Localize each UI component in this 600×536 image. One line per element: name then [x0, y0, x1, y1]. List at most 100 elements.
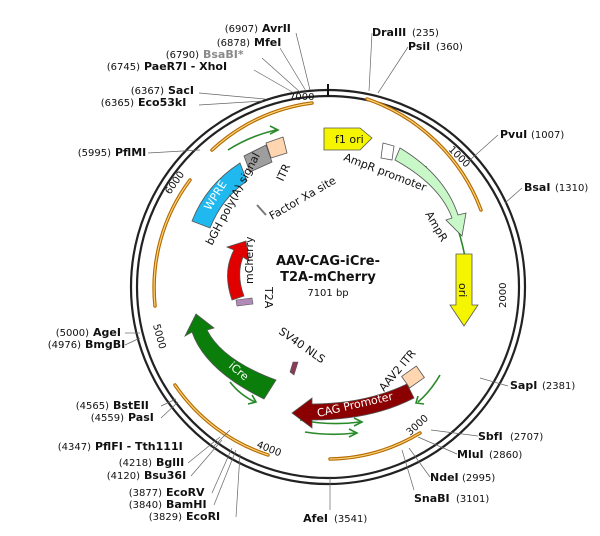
svg-text:(6367): (6367) [131, 86, 164, 97]
orf-arcs [152, 97, 483, 461]
site-bsu36i[interactable]: Bsu36I (4120) [107, 469, 186, 482]
svg-text:(2707): (2707) [510, 432, 543, 443]
site-mlui[interactable]: MluI (2860) [457, 448, 522, 461]
feature-f1-ori[interactable]: f1 ori [323, 127, 373, 151]
svg-text:AvrII: AvrII [262, 22, 291, 35]
svg-text:(5995): (5995) [78, 148, 111, 159]
feature-sv40-nls[interactable]: SV40 NLS [276, 325, 327, 376]
svg-text:AmpR: AmpR [422, 209, 450, 244]
svg-text:(235): (235) [412, 28, 439, 39]
site-eco53ki[interactable]: Eco53kI (6365) [101, 96, 187, 109]
svg-text:MfeI: MfeI [254, 36, 281, 49]
svg-text:BstEII: BstEII [113, 399, 149, 412]
site-pflfi-tth111i[interactable]: PflFI - Tth111I (4347) [58, 440, 183, 453]
svg-text:f1 ori: f1 ori [335, 133, 364, 146]
site-bsteii[interactable]: BstEII (4565) [76, 399, 149, 412]
svg-text:BsaBI*: BsaBI* [203, 48, 244, 61]
svg-text:(4976): (4976) [48, 340, 81, 351]
svg-text:MluI: MluI [457, 448, 484, 461]
svg-text:(6365): (6365) [101, 98, 134, 109]
feature-icre[interactable]: iCre [184, 313, 277, 400]
svg-text:PsiI: PsiI [408, 40, 430, 53]
svg-text:(4218): (4218) [119, 458, 152, 469]
site-paer7i-xhoi[interactable]: PaeR7I - XhoI (6745) [107, 60, 227, 73]
feature-mcherry[interactable]: mCherry [225, 236, 256, 301]
svg-text:(360): (360) [436, 42, 463, 53]
svg-text:(4347): (4347) [58, 442, 91, 453]
svg-text:BamHI: BamHI [166, 498, 207, 511]
site-saci[interactable]: SacI(6367) [131, 84, 194, 97]
svg-text:(1007): (1007) [531, 130, 564, 141]
svg-text:PaeR7I - XhoI: PaeR7I - XhoI [144, 60, 227, 73]
svg-text:(6745): (6745) [107, 62, 140, 73]
site-agei[interactable]: AgeI (5000) [56, 326, 121, 339]
svg-text:Bsu36I: Bsu36I [144, 469, 186, 482]
svg-text:(3877): (3877) [129, 488, 162, 499]
site-ecori[interactable]: EcoRI(3829) [149, 510, 220, 523]
site-mfei[interactable]: MfeI (6878) [217, 36, 282, 49]
site-bsai[interactable]: BsaI (1310) [524, 181, 588, 194]
plasmid-size: 7101 bp [307, 288, 348, 299]
site-bglii[interactable]: BglII (4218) [119, 456, 184, 469]
svg-text:BmgBI: BmgBI [85, 338, 125, 351]
svg-text:(2381): (2381) [542, 381, 575, 392]
site-draiii[interactable]: DraIII (235) [372, 26, 439, 39]
plasmid-name-line2: T2A-mCherry [280, 270, 376, 285]
feature-factor-xa[interactable]: Factor Xa site [256, 174, 338, 223]
site-ndei[interactable]: NdeI(2995) [430, 471, 495, 484]
feature-t2a[interactable]: T2A [235, 286, 275, 309]
svg-text:(3840): (3840) [129, 500, 162, 511]
svg-text:(4120): (4120) [107, 471, 140, 482]
svg-text:BsaI: BsaI [524, 181, 550, 194]
svg-text:SapI: SapI [510, 379, 537, 392]
site-leaders [124, 32, 523, 518]
site-psii[interactable]: PsiI (360) [408, 40, 463, 53]
svg-text:(3101): (3101) [456, 494, 489, 505]
feature-ori[interactable]: ori [449, 253, 479, 327]
site-afei[interactable]: AfeI(3541) [303, 512, 367, 525]
site-bmgbi[interactable]: BmgBI (4976) [48, 338, 125, 351]
site-bsabi[interactable]: BsaBI* (6790) [166, 48, 244, 61]
svg-text:SnaBI: SnaBI [414, 492, 450, 505]
tick-5000: 5000 [150, 323, 167, 350]
svg-text:ori: ori [456, 283, 469, 297]
site-bamhi[interactable]: BamHI (3840) [129, 498, 207, 511]
svg-text:mCherry: mCherry [243, 236, 256, 284]
svg-text:ITR: ITR [274, 161, 293, 183]
svg-text:Factor Xa site: Factor Xa site [267, 174, 338, 223]
svg-text:EcoRV: EcoRV [166, 486, 205, 499]
site-snabi[interactable]: SnaBI (3101) [414, 492, 489, 505]
svg-text:SbfI: SbfI [478, 430, 503, 443]
svg-text:(6907): (6907) [225, 24, 258, 35]
svg-text:Eco53kI: Eco53kI [138, 96, 186, 109]
site-sapi[interactable]: SapI (2381) [510, 379, 575, 392]
tick-2000: 2000 [498, 283, 509, 308]
svg-text:AgeI: AgeI [93, 326, 121, 339]
feature-cag-promoter[interactable]: CAG Promoter [291, 383, 415, 429]
svg-text:(6878): (6878) [217, 38, 250, 49]
svg-text:SV40 NLS: SV40 NLS [276, 325, 327, 366]
svg-text:BglII: BglII [156, 456, 184, 469]
site-pasi[interactable]: PasI(4559) [91, 411, 154, 424]
site-sbfi[interactable]: SbfI (2707) [478, 430, 543, 443]
plasmid-name-line1: AAV-CAG-iCre- [276, 254, 380, 269]
svg-text:PasI: PasI [128, 411, 154, 424]
site-pflmi[interactable]: PflMI (5995) [78, 146, 147, 159]
svg-text:T2A: T2A [262, 286, 275, 309]
svg-text:(1310): (1310) [555, 183, 588, 194]
site-avrii[interactable]: AvrII (6907) [225, 22, 291, 35]
site-pvui[interactable]: PvuI (1007) [500, 128, 564, 141]
svg-text:DraIII: DraIII [372, 26, 406, 39]
svg-text:(2860): (2860) [489, 450, 522, 461]
svg-text:PflFI - Tth111I: PflFI - Tth111I [95, 440, 183, 453]
svg-text:(4565): (4565) [76, 401, 109, 412]
feature-itr[interactable]: ITR [265, 136, 293, 183]
svg-text:(6790): (6790) [166, 50, 199, 61]
svg-text:PflMI: PflMI [115, 146, 146, 159]
svg-text:PvuI: PvuI [500, 128, 527, 141]
site-ecorv[interactable]: EcoRV (3877) [129, 486, 205, 499]
svg-text:(2995): (2995) [462, 473, 495, 484]
svg-text:EcoRI: EcoRI [186, 510, 220, 523]
svg-text:(5000): (5000) [56, 328, 89, 339]
